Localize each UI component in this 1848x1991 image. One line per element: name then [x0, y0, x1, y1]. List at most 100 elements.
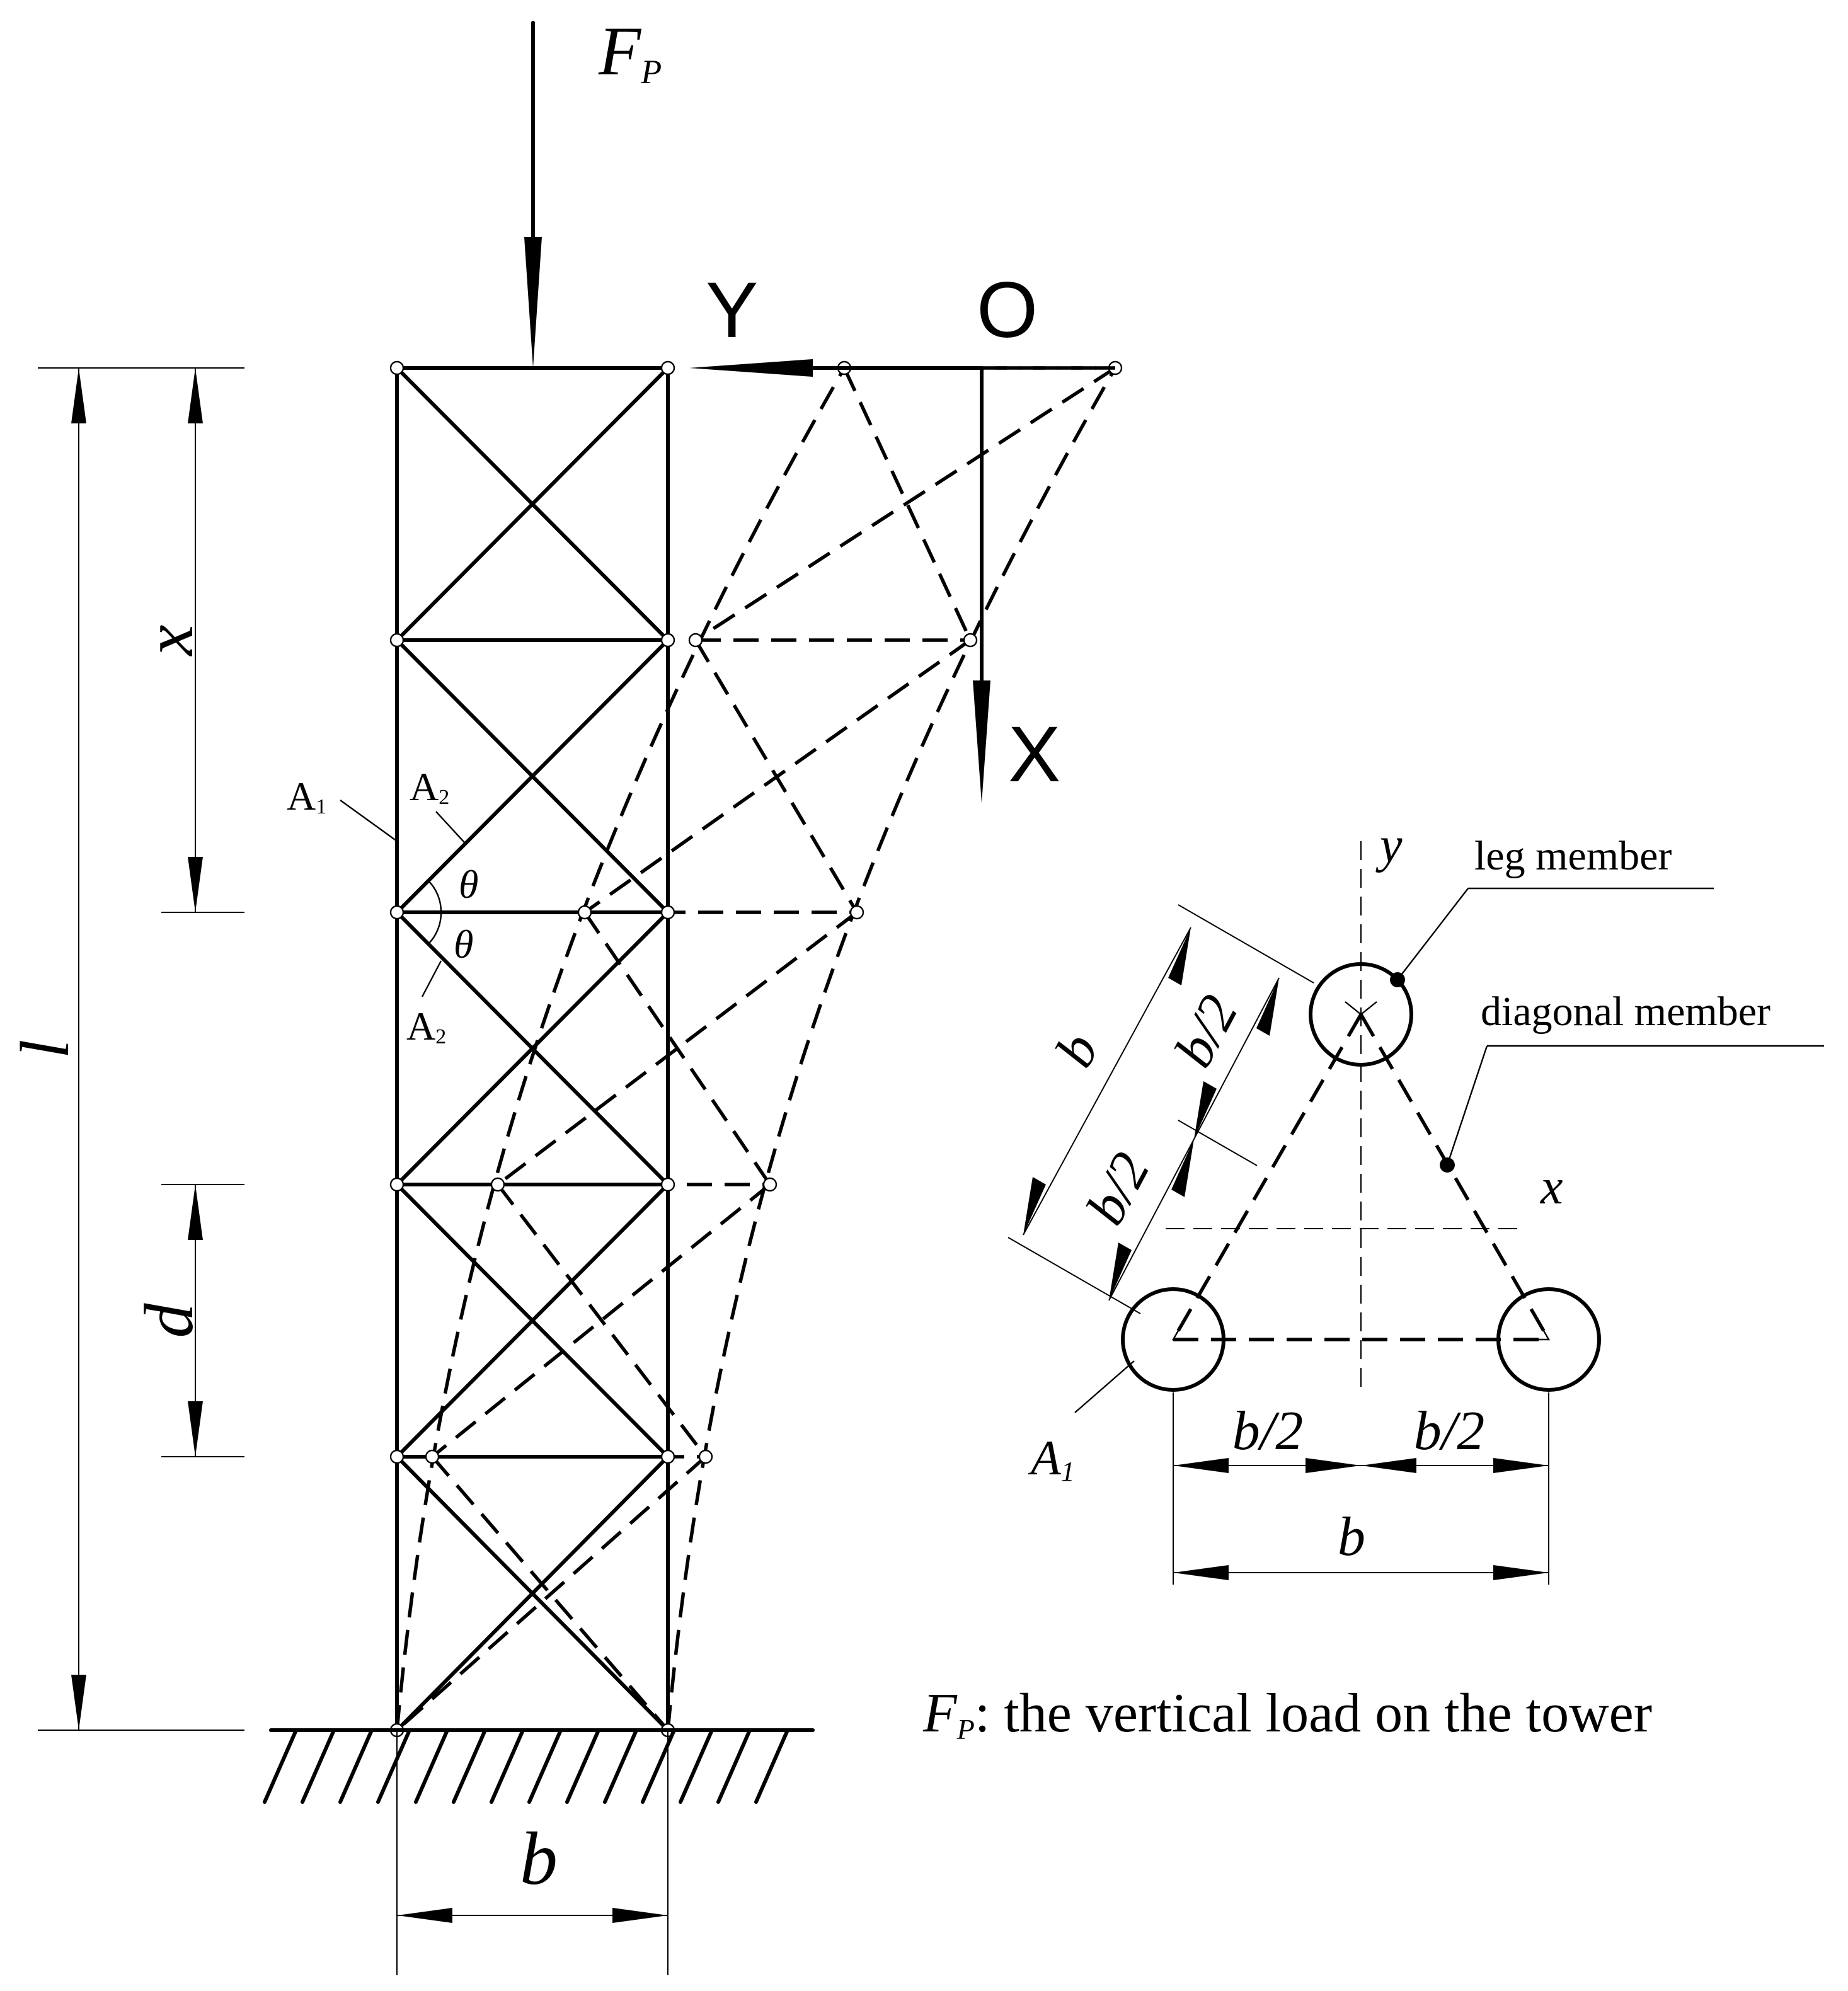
deformed-node: [425, 1449, 440, 1464]
deformed-diagonal: [583, 911, 772, 1186]
theta-upper-label: θ: [459, 862, 478, 907]
dim-b-bottom-label: b: [1338, 1506, 1365, 1568]
angle-arc: [428, 912, 442, 944]
ground-support: [263, 1728, 815, 1804]
dimension-arrowhead: [1109, 1242, 1132, 1300]
ground-hatch: [301, 1728, 336, 1804]
section-diagonal-member: [1359, 1013, 1551, 1341]
dimension-arrowhead: [1194, 1081, 1217, 1139]
diagonal-member: [395, 638, 670, 914]
deformed-node: [490, 1177, 505, 1192]
deformed-diagonal: [396, 1455, 707, 1732]
diagonal-member: [395, 1455, 670, 1732]
deformed-diagonal: [694, 366, 1116, 642]
leg-circle-right: [1496, 1287, 1601, 1392]
section-a1-label: A1: [1028, 1430, 1075, 1487]
deformed-node: [688, 633, 703, 648]
dimension-line: [1023, 927, 1191, 1236]
dim-l-label: l: [6, 1040, 83, 1059]
dimension-arrowhead: [188, 1185, 203, 1240]
dim-half-right-label: b/2: [1414, 1401, 1484, 1462]
leader-line: [340, 800, 398, 842]
load-arrow: [524, 21, 542, 368]
dimension-arrowhead: [1023, 1177, 1046, 1235]
dim-slant-half-upper-label: b/2: [1163, 985, 1250, 1077]
deformed-diagonal: [496, 1183, 708, 1458]
leg-member-dot: [1390, 972, 1405, 987]
deformed-left-leg: [395, 367, 846, 1731]
section-diagonal-member: [1171, 1013, 1363, 1341]
diagonal-member-dot: [1440, 1157, 1455, 1173]
node: [389, 1449, 405, 1464]
tower-nodes: [389, 360, 1123, 1738]
dimension-arrowhead: [71, 1675, 86, 1730]
corner-mark: [1171, 1321, 1191, 1341]
dim-slant-b-label: b: [1044, 1023, 1111, 1076]
member-a1-label: A1: [287, 774, 326, 818]
undeformed-tower: [395, 366, 670, 1732]
dimension-d: [161, 1184, 244, 1457]
dimension-arrowhead: [188, 1401, 203, 1457]
leader-line: [1074, 1360, 1135, 1413]
node: [660, 905, 675, 920]
leg-circle-top: [1309, 962, 1413, 1067]
slanted-dimensions: [1007, 904, 1314, 1314]
ground-hatch: [754, 1728, 789, 1804]
deformed-node: [849, 905, 864, 920]
deformed-diagonal: [842, 367, 972, 641]
ground-hatch: [603, 1728, 638, 1804]
diagonal-member-label: diagonal member: [1481, 989, 1771, 1035]
cross-section: y x leg member diagonal member A1 b b/2 …: [1007, 818, 1824, 1585]
deformed-diagonal: [431, 1183, 771, 1459]
section-x-label: x: [1540, 1159, 1563, 1215]
node: [660, 360, 675, 376]
dim-d-label: d: [130, 1303, 207, 1338]
dimension-arrowhead: [1173, 1458, 1229, 1473]
extension-line: [1007, 1237, 1141, 1314]
dimension-arrowhead: [188, 368, 203, 423]
dim-x-label: x: [130, 624, 207, 657]
dimension-arrowhead: [1306, 1458, 1361, 1473]
node: [660, 1449, 675, 1464]
deformed-node: [577, 905, 592, 920]
dimension-arrowhead: [397, 1908, 452, 1923]
node: [389, 1177, 405, 1192]
dim-half-left-label: b/2: [1232, 1401, 1303, 1462]
section-y-label: y: [1375, 818, 1403, 873]
deformed-diagonal: [430, 1455, 670, 1731]
leader-line: [1397, 888, 1469, 980]
diagonal-member: [395, 366, 670, 642]
ground-hatch: [263, 1728, 298, 1804]
deformed-node: [698, 1449, 713, 1464]
corner-mark: [1345, 1001, 1377, 1016]
dimension-l: [38, 367, 244, 1731]
deformed-diagonal: [583, 638, 972, 914]
bottom-dimensions: [1173, 1392, 1549, 1585]
extension-line: [1178, 904, 1314, 984]
node: [389, 360, 405, 376]
ground-hatch: [338, 1728, 374, 1804]
dimension-arrowhead: [1493, 1565, 1549, 1580]
tower-elevation: FP Y O X l x: [6, 13, 1123, 1975]
dimension-arrowhead: [612, 1908, 668, 1923]
corner-mark: [1531, 1321, 1551, 1341]
deformed-node: [762, 1177, 778, 1192]
load-arrowhead: [524, 237, 542, 368]
ground-hatch: [490, 1728, 525, 1804]
ground-hatch: [565, 1728, 600, 1804]
member-a2-lower-label: A2: [406, 1004, 446, 1048]
axis-y-label: Y: [706, 267, 758, 354]
dimension-arrowhead: [1171, 1139, 1194, 1197]
theta-lower-label: θ: [454, 922, 473, 967]
leg-member-label: leg member: [1474, 833, 1672, 879]
ground-hatch: [376, 1728, 411, 1804]
extension-line: [1178, 1120, 1258, 1166]
dimension-arrowhead: [1361, 1458, 1416, 1473]
dim-b-label: b: [520, 1816, 558, 1900]
deformed-node: [963, 633, 978, 648]
dim-slant-half-lower-label: b/2: [1075, 1143, 1162, 1234]
caption: FP: the vertical load on the tower: [922, 1683, 1652, 1745]
dimension-arrowhead: [1173, 1565, 1229, 1580]
y-axis-arrowhead: [689, 359, 813, 377]
